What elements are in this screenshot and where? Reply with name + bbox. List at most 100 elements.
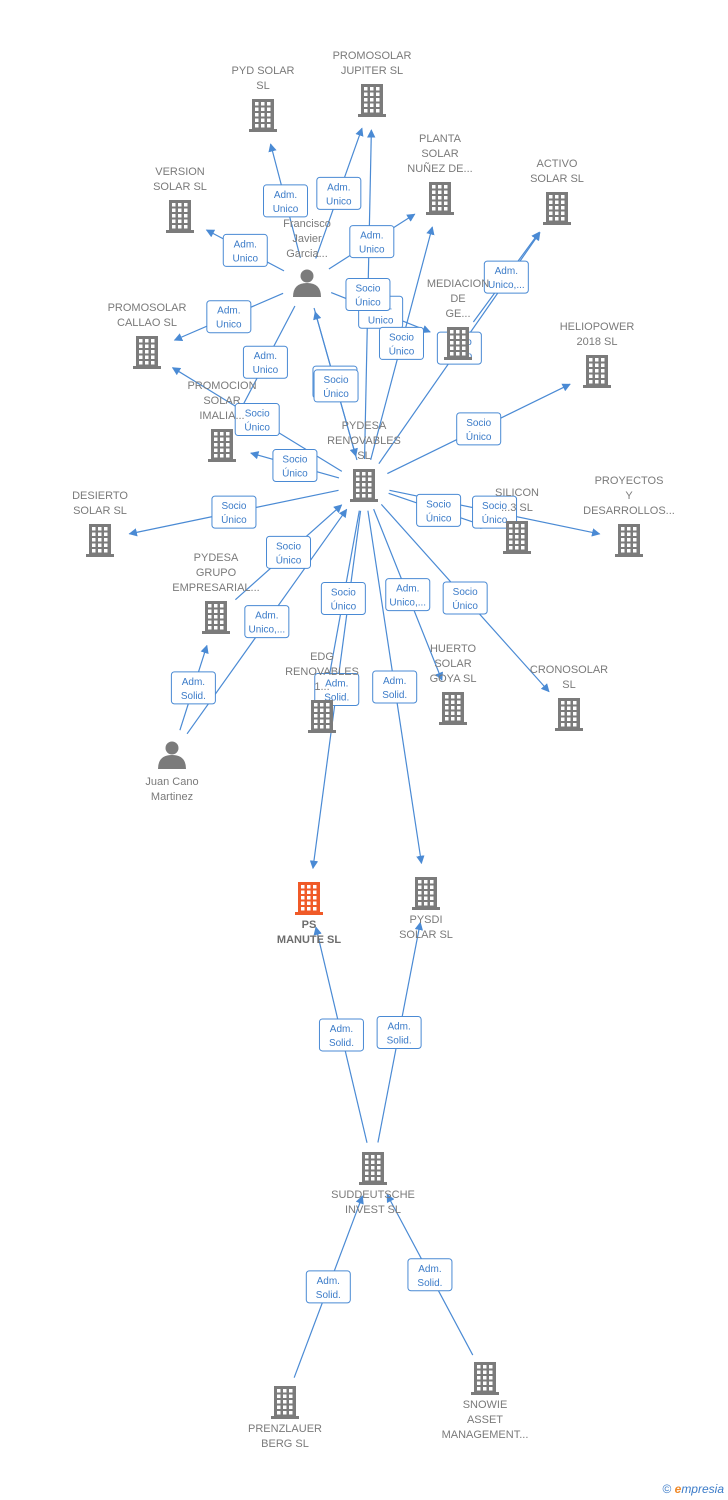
edge-label-box[interactable]: Adm.Unico	[222, 233, 268, 267]
edge-label-box[interactable]: Adm. Unico,...	[385, 578, 431, 612]
edge-label-text: Socio	[276, 541, 301, 552]
edge-label-box[interactable]: Adm.Unico	[349, 225, 395, 259]
edge-label-text: Adm.	[396, 584, 419, 595]
node-label: MANAGEMENT...	[442, 1429, 529, 1441]
edge-label-box[interactable]: Adm.Unico	[206, 300, 252, 334]
edge-label-box[interactable]: Adm.Unico,...	[483, 260, 529, 294]
node-label: HUERTO	[430, 643, 476, 655]
node-label: SILICON	[495, 487, 539, 499]
edge-label-text: Adm.	[418, 1264, 441, 1275]
edge-label-text: Solid.	[417, 1278, 442, 1289]
building-icon	[350, 469, 378, 502]
copyright-symbol: ©	[662, 1482, 672, 1496]
node-francisco[interactable]: FranciscoJavierGarcia...	[283, 218, 331, 297]
edge-label-text: Adm.	[254, 351, 277, 362]
building-icon	[86, 524, 114, 557]
edge-label-box[interactable]: Adm.Solid.	[376, 1015, 422, 1049]
edge-label-box[interactable]: Adm. Solid.	[407, 1258, 453, 1292]
edge-label-text: Socio	[466, 418, 491, 429]
edge-label-box[interactable]: Adm.Unico	[263, 184, 309, 218]
edge-label-text: Solid.	[181, 691, 206, 702]
node-label: 2018 SL	[577, 336, 618, 348]
building-icon	[543, 192, 571, 225]
node-label: SL	[256, 80, 269, 92]
node-label: NUÑEZ DE...	[407, 162, 472, 175]
node-label: PS	[302, 919, 317, 931]
node-label: IMALIA...	[199, 410, 244, 422]
node-label: SUDDEUTSCHE	[331, 1189, 415, 1201]
node-label: SNOWIE	[463, 1399, 508, 1411]
edge-label-box[interactable]: Adm.Solid.	[314, 673, 360, 707]
node-label: BERG SL	[261, 1438, 309, 1450]
node-label: SL	[357, 450, 370, 462]
edge-label-box[interactable]: Adm.Unico,...	[244, 605, 290, 639]
edge-label-box[interactable]: Adm.Solid.	[305, 1270, 351, 1304]
node-proyectos[interactable]: PROYECTOSYDESARROLLOS...	[583, 475, 675, 557]
edge-label-box[interactable]: Adm.Unico	[242, 345, 288, 379]
edge-label-text: Unico	[368, 315, 394, 326]
building-icon	[166, 200, 194, 233]
building-icon	[583, 355, 611, 388]
node-pyd[interactable]: PYD SOLAR SL	[232, 65, 295, 132]
edge-label-text: Solid.	[387, 1035, 412, 1046]
edge-label-box[interactable]: Adm.Unico	[316, 176, 362, 210]
edge-label-box[interactable]: Adm.Solid.	[318, 1018, 364, 1052]
edge-label-box[interactable]: Adm.Solid.	[170, 671, 216, 705]
person-icon	[158, 741, 186, 769]
node-label: PYDESA	[342, 420, 387, 432]
node-label: SOLAR	[421, 148, 458, 160]
node-silicon[interactable]: SILICON ...3 SL	[495, 487, 539, 554]
node-mediacion[interactable]: MEDIACIONDEGE...	[427, 278, 489, 360]
node-label: SOLAR SL	[530, 173, 584, 185]
node-label: Javier	[292, 233, 322, 245]
edge-label-text: Unico,...	[389, 598, 426, 609]
node-label: ...3 SL	[501, 502, 533, 514]
building-icon	[412, 877, 440, 910]
edge-label-text: Adm.	[217, 306, 240, 317]
node-edg[interactable]: EDGRENOVABLES1...	[285, 651, 359, 733]
node-label: GRUPO	[196, 567, 237, 579]
edge-label-text: Socio	[245, 409, 270, 420]
footer-brand[interactable]: © empresia	[662, 1482, 724, 1496]
node-label: PYD SOLAR	[232, 65, 295, 77]
edge-label-text: Adm.	[327, 182, 350, 193]
node-snowie[interactable]: SNOWIE ASSET MANAGEMENT...	[442, 1362, 529, 1441]
node-label: RENOVABLES	[285, 666, 359, 678]
edge-label-text: Unico	[359, 245, 385, 256]
building-icon	[271, 1386, 299, 1419]
node-grupo[interactable]: PYDESAGRUPOEMPRESARIAL...	[172, 552, 260, 634]
node-label: ASSET	[467, 1414, 503, 1426]
edge-label-text: Unico,...	[488, 280, 525, 291]
node-label: Y	[625, 490, 633, 502]
edge-label-box[interactable]: Adm.Solid.	[372, 670, 418, 704]
node-imalia[interactable]: PROMOCIONSOLARIMALIA...	[187, 380, 257, 462]
